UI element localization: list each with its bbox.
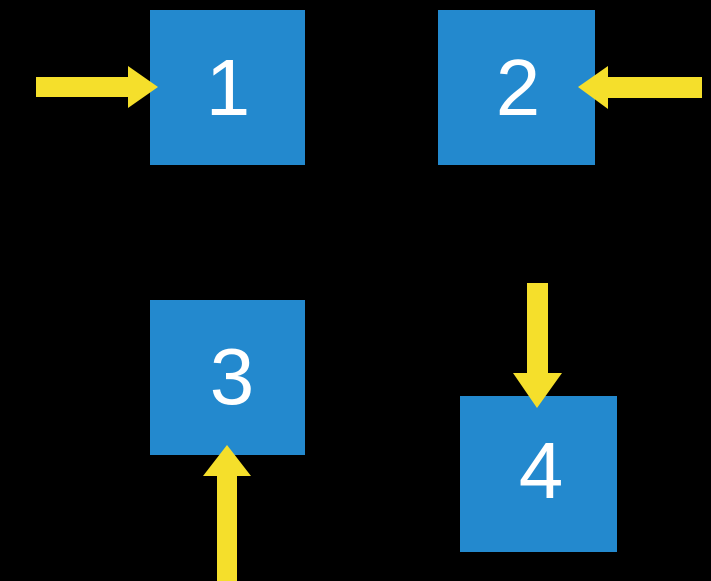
node-box-2[interactable] [438,10,595,165]
node-box-4[interactable] [460,396,617,552]
arrow-down-into-node-4[interactable] [513,283,562,408]
arrow-left-into-node-2[interactable] [578,66,702,109]
node-label-1: 1 [205,43,251,132]
node-label-3: 3 [209,332,255,421]
node-box-1[interactable] [150,10,305,165]
node-label-2: 2 [495,43,541,132]
arrow-up-into-node-3[interactable] [203,445,251,581]
node-label-4: 4 [518,426,564,515]
node-box-3[interactable] [150,300,305,455]
arrow-right-into-node-1[interactable] [36,66,158,108]
